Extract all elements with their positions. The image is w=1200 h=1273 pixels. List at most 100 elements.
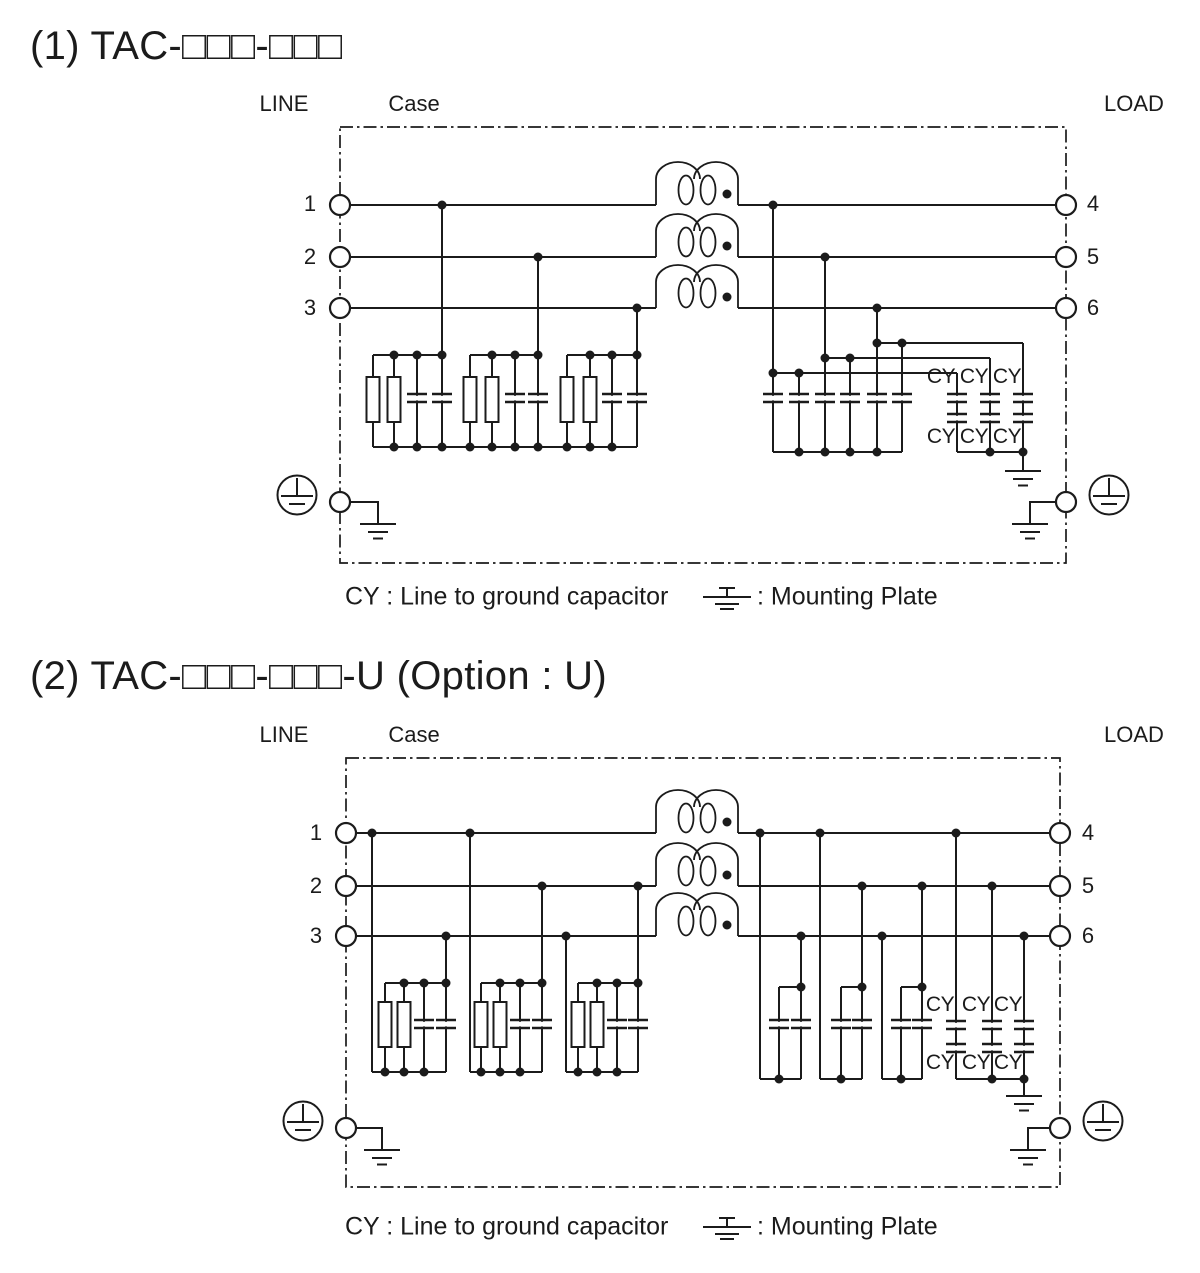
resistor — [365, 376, 381, 423]
cy-label: CY — [992, 425, 1022, 448]
diagram1-title: (1) TAC-□□□-□□□ — [30, 24, 343, 68]
terminal-circle — [328, 193, 352, 217]
x-capacitor — [888, 1018, 914, 1030]
choke-coil-icon — [655, 264, 739, 309]
cy-label: CY — [925, 993, 955, 1016]
case-border — [339, 126, 1067, 564]
terminal-label-6: 6 — [1081, 923, 1095, 948]
protective-earth-icon — [282, 1100, 324, 1142]
load-label: LOAD — [1104, 91, 1164, 116]
load-label: LOAD — [1104, 722, 1164, 747]
ground-icon — [359, 523, 397, 540]
terminal-label-6: 6 — [1086, 295, 1100, 320]
line-label: LINE — [259, 91, 309, 116]
resistor — [559, 376, 575, 423]
capacitor — [411, 1018, 437, 1030]
cy-capacitor — [977, 412, 1003, 424]
case-label: Case — [388, 722, 440, 747]
choke-coil-icon — [655, 892, 739, 937]
terminal-circle — [1048, 1116, 1072, 1140]
terminal-label-3: 3 — [303, 295, 317, 320]
terminal-label-3: 3 — [309, 923, 323, 948]
cy-label: CY — [993, 993, 1023, 1016]
protective-earth-icon — [1088, 474, 1130, 516]
terminal-circle — [1048, 821, 1072, 845]
capacitor — [429, 392, 455, 404]
terminal-circle — [328, 245, 352, 269]
capacitor — [529, 1018, 555, 1030]
cy-capacitor — [943, 1019, 969, 1031]
terminal-circle — [1054, 193, 1078, 217]
x-capacitor — [828, 1018, 854, 1030]
protective-earth-icon — [1082, 1100, 1124, 1142]
cy-legend: CY : Line to ground capacitor — [345, 1212, 669, 1241]
terminal-label-1: 1 — [309, 820, 323, 845]
mounting-plate-legend: : Mounting Plate — [757, 1212, 938, 1241]
terminal-circle — [328, 490, 352, 514]
terminal-label-5: 5 — [1081, 873, 1095, 898]
cy-label: CY — [959, 365, 989, 388]
terminal-circle — [1054, 296, 1078, 320]
choke-coils — [655, 161, 739, 309]
capacitor — [599, 392, 625, 404]
resistor — [462, 376, 478, 423]
cy-label: CY — [961, 993, 991, 1016]
resistors — [365, 376, 598, 423]
capacitor — [625, 1018, 651, 1030]
resistor — [386, 376, 402, 423]
terminal-label-4: 4 — [1081, 820, 1095, 845]
diagram2-title: (2) TAC-□□□-□□□-U (Option : U) — [30, 654, 607, 698]
cy-capacitor — [944, 392, 970, 404]
cy-label: CY — [992, 365, 1022, 388]
cy-capacitor — [1010, 392, 1036, 404]
ground-icon — [1009, 1149, 1047, 1166]
capacitor — [502, 392, 528, 404]
resistor — [582, 376, 598, 423]
junction-dots — [367, 828, 1029, 1084]
case-label: Case — [388, 91, 440, 116]
x-capacitor — [766, 1018, 792, 1030]
choke-coils — [655, 789, 739, 937]
terminal-circle — [328, 296, 352, 320]
cy-capacitor — [1011, 1019, 1037, 1031]
resistor — [473, 1001, 489, 1048]
terminal-circle — [334, 1116, 358, 1140]
protective-earth-icon — [276, 474, 318, 516]
ground-icon — [363, 1149, 401, 1166]
choke-coil-icon — [655, 213, 739, 258]
x-capacitor — [849, 1018, 875, 1030]
terminal-label-4: 4 — [1086, 191, 1100, 216]
resistor — [589, 1001, 605, 1048]
cy-capacitor — [979, 1019, 1005, 1031]
terminal-circle — [1054, 245, 1078, 269]
capacitor — [525, 392, 551, 404]
terminal-label-5: 5 — [1086, 244, 1100, 269]
cy-label: CY — [993, 1051, 1023, 1074]
terminal-label-1: 1 — [303, 191, 317, 216]
resistor — [396, 1001, 412, 1048]
x-capacitor — [812, 392, 838, 404]
capacitor — [507, 1018, 533, 1030]
ground-icon — [1011, 523, 1049, 540]
diagram2-circuit — [282, 757, 1124, 1240]
x-capacitor — [889, 392, 915, 404]
cy-label: CY — [926, 425, 956, 448]
choke-coil-icon — [655, 842, 739, 887]
resistor — [377, 1001, 393, 1048]
line-label: LINE — [259, 722, 309, 747]
cy-legend: CY : Line to ground capacitor — [345, 582, 669, 611]
x-capacitor — [788, 1018, 814, 1030]
terminal-circle — [1054, 490, 1078, 514]
x-capacitor — [786, 392, 812, 404]
junction-dots — [389, 200, 1028, 457]
terminal-circle — [334, 874, 358, 898]
x-capacitor — [909, 1018, 935, 1030]
x-capacitor — [864, 392, 890, 404]
cy-label: CY — [961, 1051, 991, 1074]
choke-coil-icon — [655, 161, 739, 206]
cy-capacitor — [977, 392, 1003, 404]
cy-label: CY — [925, 1051, 955, 1074]
cy-capacitor — [944, 412, 970, 424]
